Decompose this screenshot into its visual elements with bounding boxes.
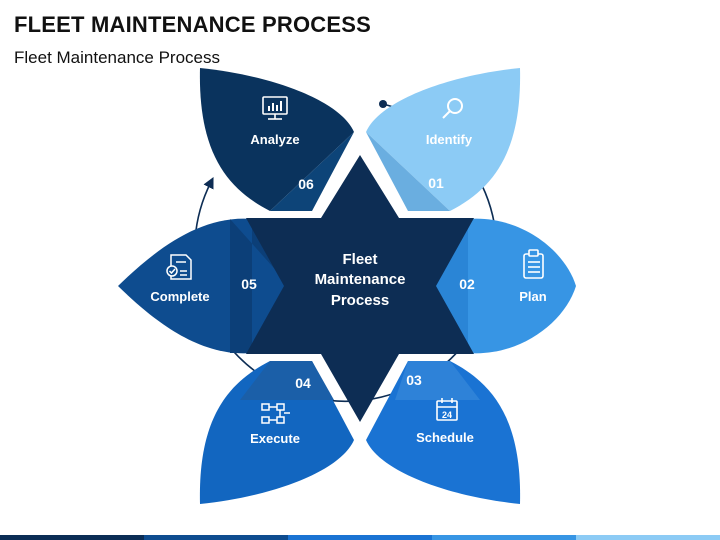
calendar-day: 24: [442, 410, 452, 420]
petal-shade: [240, 361, 334, 400]
step-identify[interactable]: [366, 68, 521, 211]
monitor-chart-icon: [262, 96, 288, 120]
step-number-01: 01: [428, 175, 444, 191]
bar-segment: [576, 535, 720, 540]
step-complete[interactable]: [118, 218, 290, 354]
page-title: FLEET MAINTENANCE PROCESS: [14, 12, 372, 37]
step-number-06: 06: [298, 176, 314, 192]
step-schedule[interactable]: [366, 361, 521, 504]
center-line-2: Maintenance: [315, 271, 406, 288]
petal-shade: [430, 219, 468, 353]
center-star: [246, 155, 474, 422]
calendar-icon: 24: [436, 398, 458, 421]
step-label-schedule: Schedule: [416, 430, 474, 445]
petal-shade: [230, 219, 290, 353]
step-plan[interactable]: [430, 218, 576, 354]
bottom-color-bar: [0, 535, 720, 540]
step-number-05: 05: [241, 276, 257, 292]
bar-segment: [288, 535, 432, 540]
petal-shade: [395, 361, 480, 400]
center-line-1: Fleet: [342, 251, 377, 268]
bar-segment: [0, 535, 144, 540]
checklist-icon: [166, 254, 192, 280]
step-number-02: 02: [459, 276, 475, 292]
step-execute[interactable]: [199, 361, 354, 504]
step-label-execute: Execute: [250, 431, 300, 446]
step-label-complete: Complete: [150, 289, 209, 304]
petal-shade: [366, 132, 450, 211]
page-subtitle: Fleet Maintenance Process: [14, 48, 220, 67]
clipboard-icon: [523, 249, 544, 279]
step-number-03: 03: [406, 372, 422, 388]
step-label-plan: Plan: [519, 289, 547, 304]
bar-segment: [432, 535, 576, 540]
step-label-identify: Identify: [426, 132, 473, 147]
bar-segment: [144, 535, 288, 540]
petal-shade: [270, 132, 354, 211]
magnifier-icon: [442, 98, 463, 119]
flowchart-icon: [261, 403, 290, 424]
step-analyze[interactable]: [199, 68, 354, 211]
step-number-04: 04: [295, 375, 311, 391]
center-line-3: Process: [331, 292, 389, 309]
step-label-analyze: Analyze: [250, 132, 299, 147]
